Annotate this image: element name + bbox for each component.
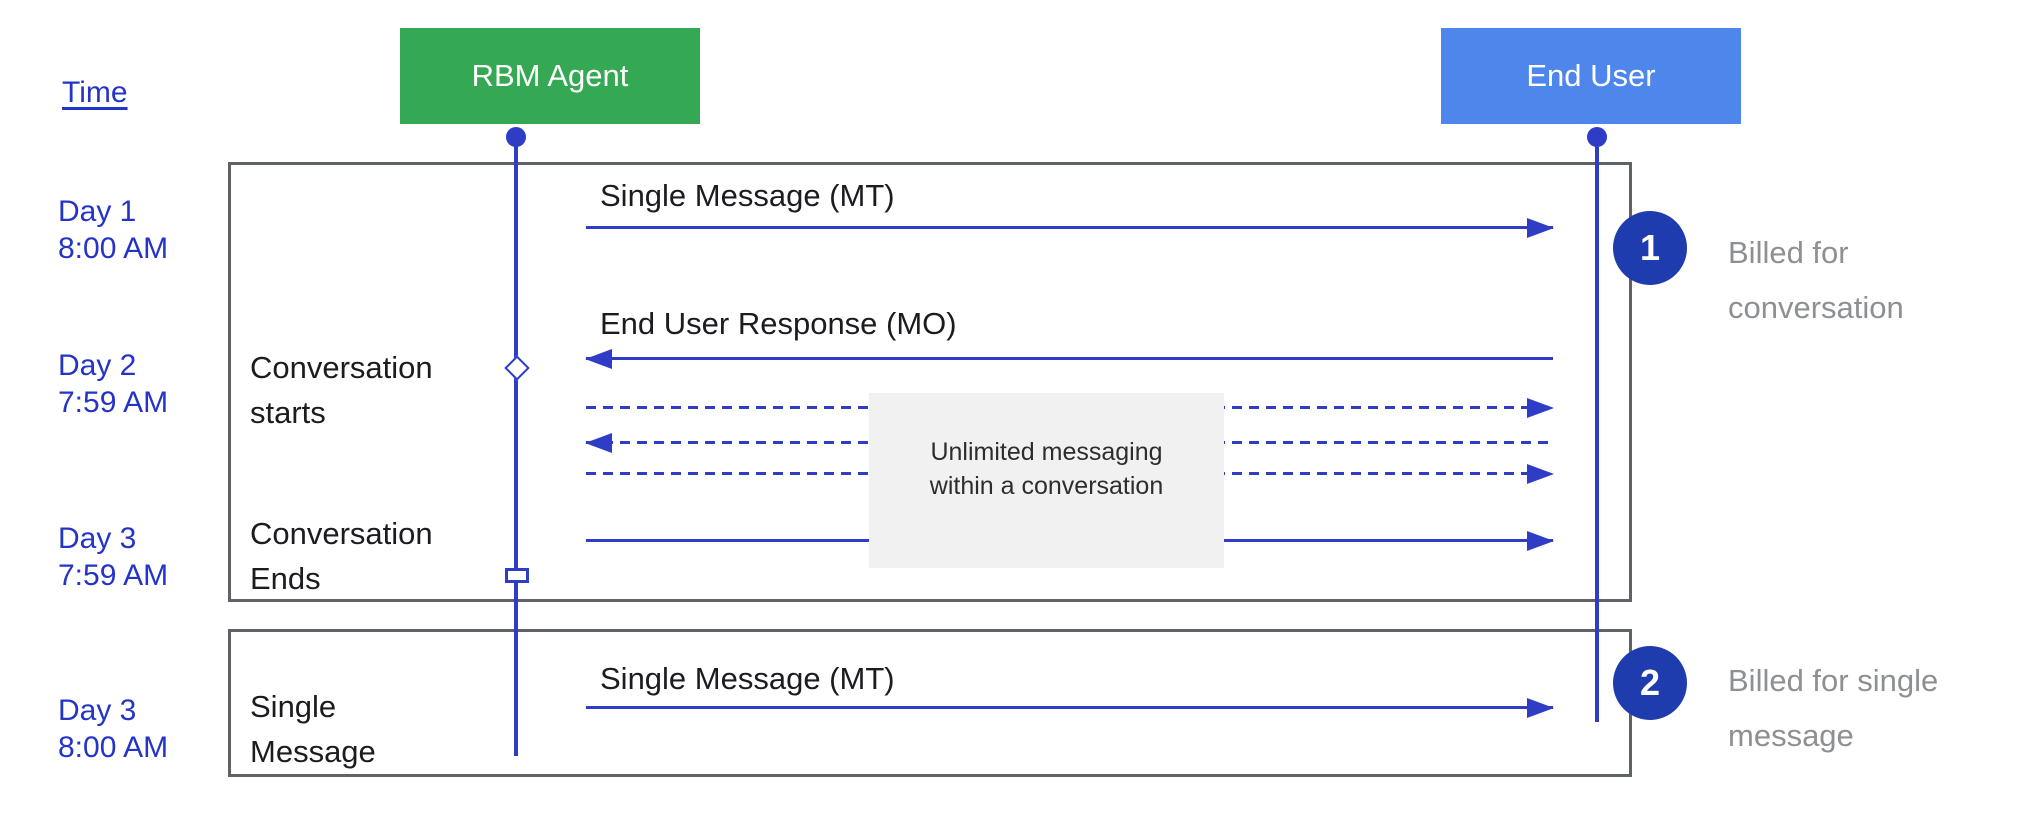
event-conversation-starts: Conversation starts [250, 345, 433, 435]
participant-label: RBM Agent [471, 58, 629, 93]
arrowhead-right-icon [1527, 464, 1554, 484]
annotation-billed-for-conversation: Billed for conversation [1728, 225, 2008, 335]
message-label-end-user-response-mo: End User Response (MO) [600, 306, 957, 341]
participant-rbm-agent: RBM Agent [400, 28, 700, 124]
badge-number: 2 [1639, 662, 1661, 703]
arrowhead-right-icon [1527, 698, 1554, 718]
timestamp-day2: Day 2 7:59 AM [58, 347, 168, 421]
end-user-lifeline [1595, 140, 1599, 722]
message-line [586, 226, 1553, 229]
rbm-agent-lifeline [514, 140, 518, 756]
timestamp-day: Day 1 [58, 195, 137, 228]
arrowhead-right-icon [1527, 531, 1554, 551]
arrowhead-right-icon [1527, 218, 1554, 238]
timestamp-time: 8:00 AM [58, 731, 169, 764]
annotation-billed-for-single-message: Billed for single message [1728, 653, 2008, 763]
event-label-line: Ends [250, 561, 321, 596]
annotation-line: Billed for single [1728, 663, 1939, 698]
timestamp-day3-single: Day 3 8:00 AM [58, 692, 168, 766]
timestamp-time: 8:00 AM [58, 232, 169, 265]
arrowhead-left-icon [585, 433, 612, 453]
timestamp-day1: Day 1 8:00 AM [58, 193, 168, 267]
timestamp-time: 7:59 AM [58, 559, 169, 592]
event-single-message: Single Message [250, 684, 376, 774]
note-unlimited-messaging: Unlimited messaging within a conversatio… [869, 393, 1224, 568]
badge-1: 1 [1613, 211, 1687, 285]
timestamp-day: Day 2 [58, 349, 137, 382]
event-label-line: Message [250, 734, 376, 769]
conversation-end-square-icon [505, 568, 529, 583]
event-label-line: Conversation [250, 350, 433, 385]
arrowhead-left-icon [585, 349, 612, 369]
annotation-line: Billed for [1728, 235, 1849, 270]
timestamp-day: Day 3 [58, 694, 137, 727]
timestamp-day3-end: Day 3 7:59 AM [58, 520, 168, 594]
rbm-agent-lifeline-start-dot [506, 127, 526, 147]
timestamp-day: Day 3 [58, 522, 137, 555]
event-label-line: Conversation [250, 516, 433, 551]
time-column-header: Time [62, 76, 128, 109]
note-line: Unlimited messaging [930, 438, 1163, 466]
message-label-single-message-mt: Single Message (MT) [600, 178, 895, 213]
message-line [586, 706, 1553, 709]
timestamp-time: 7:59 AM [58, 386, 169, 419]
note-line: within a conversation [929, 472, 1164, 500]
participant-end-user: End User [1441, 28, 1741, 124]
end-user-lifeline-start-dot [1587, 127, 1607, 147]
participant-label: End User [1526, 58, 1656, 93]
event-label-line: Single [250, 689, 337, 724]
badge-number: 1 [1639, 227, 1661, 268]
annotation-line: conversation [1728, 290, 1904, 325]
message-label-single-message-mt-2: Single Message (MT) [600, 661, 895, 696]
event-label-line: starts [250, 395, 326, 430]
annotation-line: message [1728, 718, 1854, 753]
conversation-billing-frame [228, 162, 1632, 602]
badge-2: 2 [1613, 646, 1687, 720]
message-line [586, 357, 1553, 360]
single-message-billing-frame [228, 629, 1632, 777]
arrowhead-right-icon [1527, 398, 1554, 418]
event-conversation-ends: Conversation Ends [250, 511, 433, 601]
